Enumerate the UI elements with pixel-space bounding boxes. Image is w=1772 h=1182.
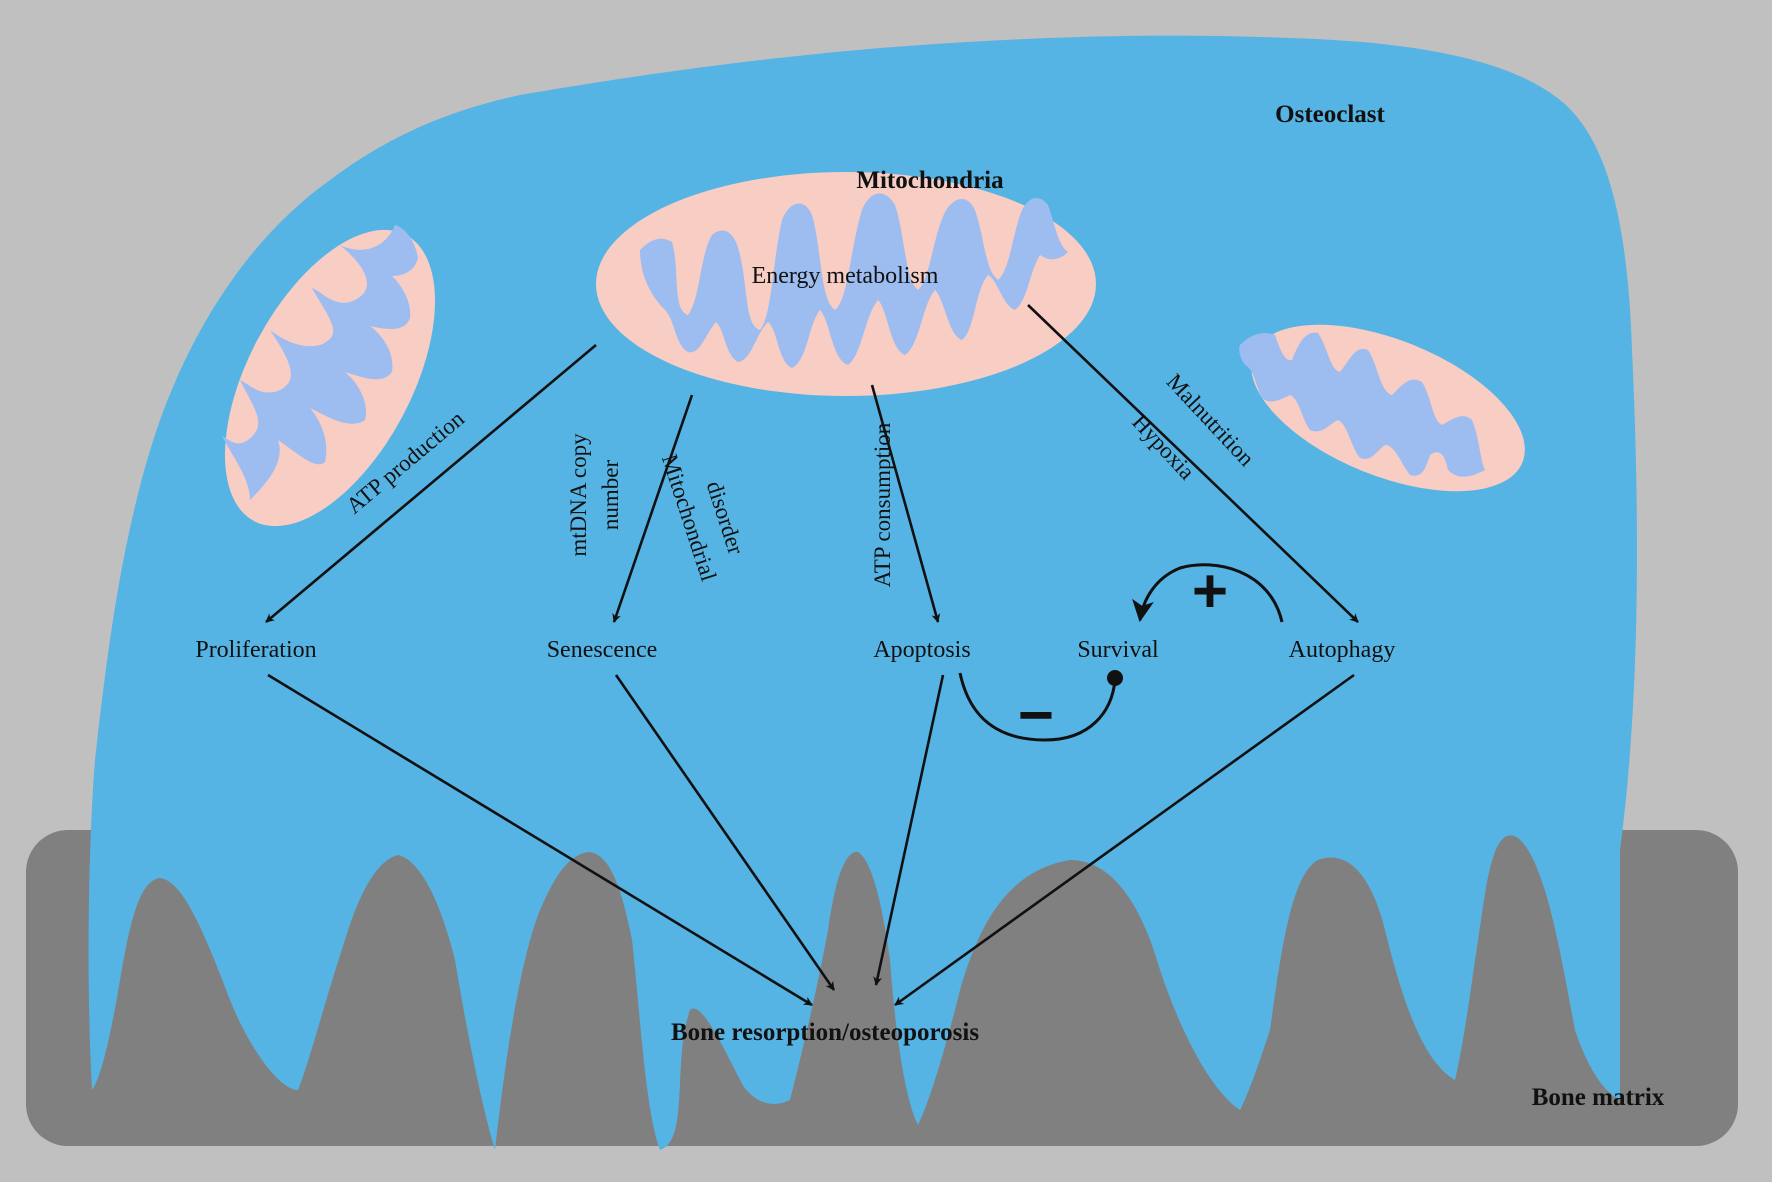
inhibition-end-dot xyxy=(1107,670,1123,686)
survival-label: Survival xyxy=(1077,637,1159,663)
arrow-atp-consumption xyxy=(870,384,941,623)
osteoclast-label: Osteoclast xyxy=(1275,101,1385,128)
arrow-apoptosis-to-resorption xyxy=(873,674,945,986)
autophagy-label: Autophagy xyxy=(1289,637,1396,663)
arrow-atp-production xyxy=(265,344,597,623)
mitochondrion-left xyxy=(222,225,436,527)
apoptosis-label: Apoptosis xyxy=(873,637,970,663)
plus-symbol: + xyxy=(1192,557,1228,626)
activation-curve-autophagy-survival xyxy=(1132,563,1284,623)
mtdna-copy-number-label-line1: mtDNA copy xyxy=(566,433,591,557)
bone-resorption-label: Bone resorption/osteoporosis xyxy=(671,1019,979,1046)
arrow-senescence xyxy=(612,394,694,623)
energy-metabolism-label: Energy metabolism xyxy=(752,263,939,289)
mtdna-copy-number-label-line2: number xyxy=(598,460,623,531)
mitochondrion-right xyxy=(1239,324,1525,492)
mitochondria-label: Mitochondria xyxy=(856,167,1004,194)
proliferation-label: Proliferation xyxy=(195,637,316,663)
bone-matrix-label: Bone matrix xyxy=(1532,1084,1665,1111)
arrow-senescence-to-resorption xyxy=(614,674,836,991)
arrow-malnutrition-hypoxia xyxy=(1027,304,1359,623)
atp-consumption-label: ATP consumption xyxy=(870,422,895,587)
minus-symbol: − xyxy=(1018,681,1054,750)
arrow-autophagy-to-resorption xyxy=(894,673,1355,1007)
mitochondrion-center xyxy=(596,172,1096,396)
arrow-proliferation-to-resorption xyxy=(267,673,813,1007)
osteoclast-cell-body xyxy=(88,35,1637,1151)
inhibition-curve-apoptosis-survival xyxy=(958,672,1117,742)
senescence-label: Senescence xyxy=(547,637,658,663)
